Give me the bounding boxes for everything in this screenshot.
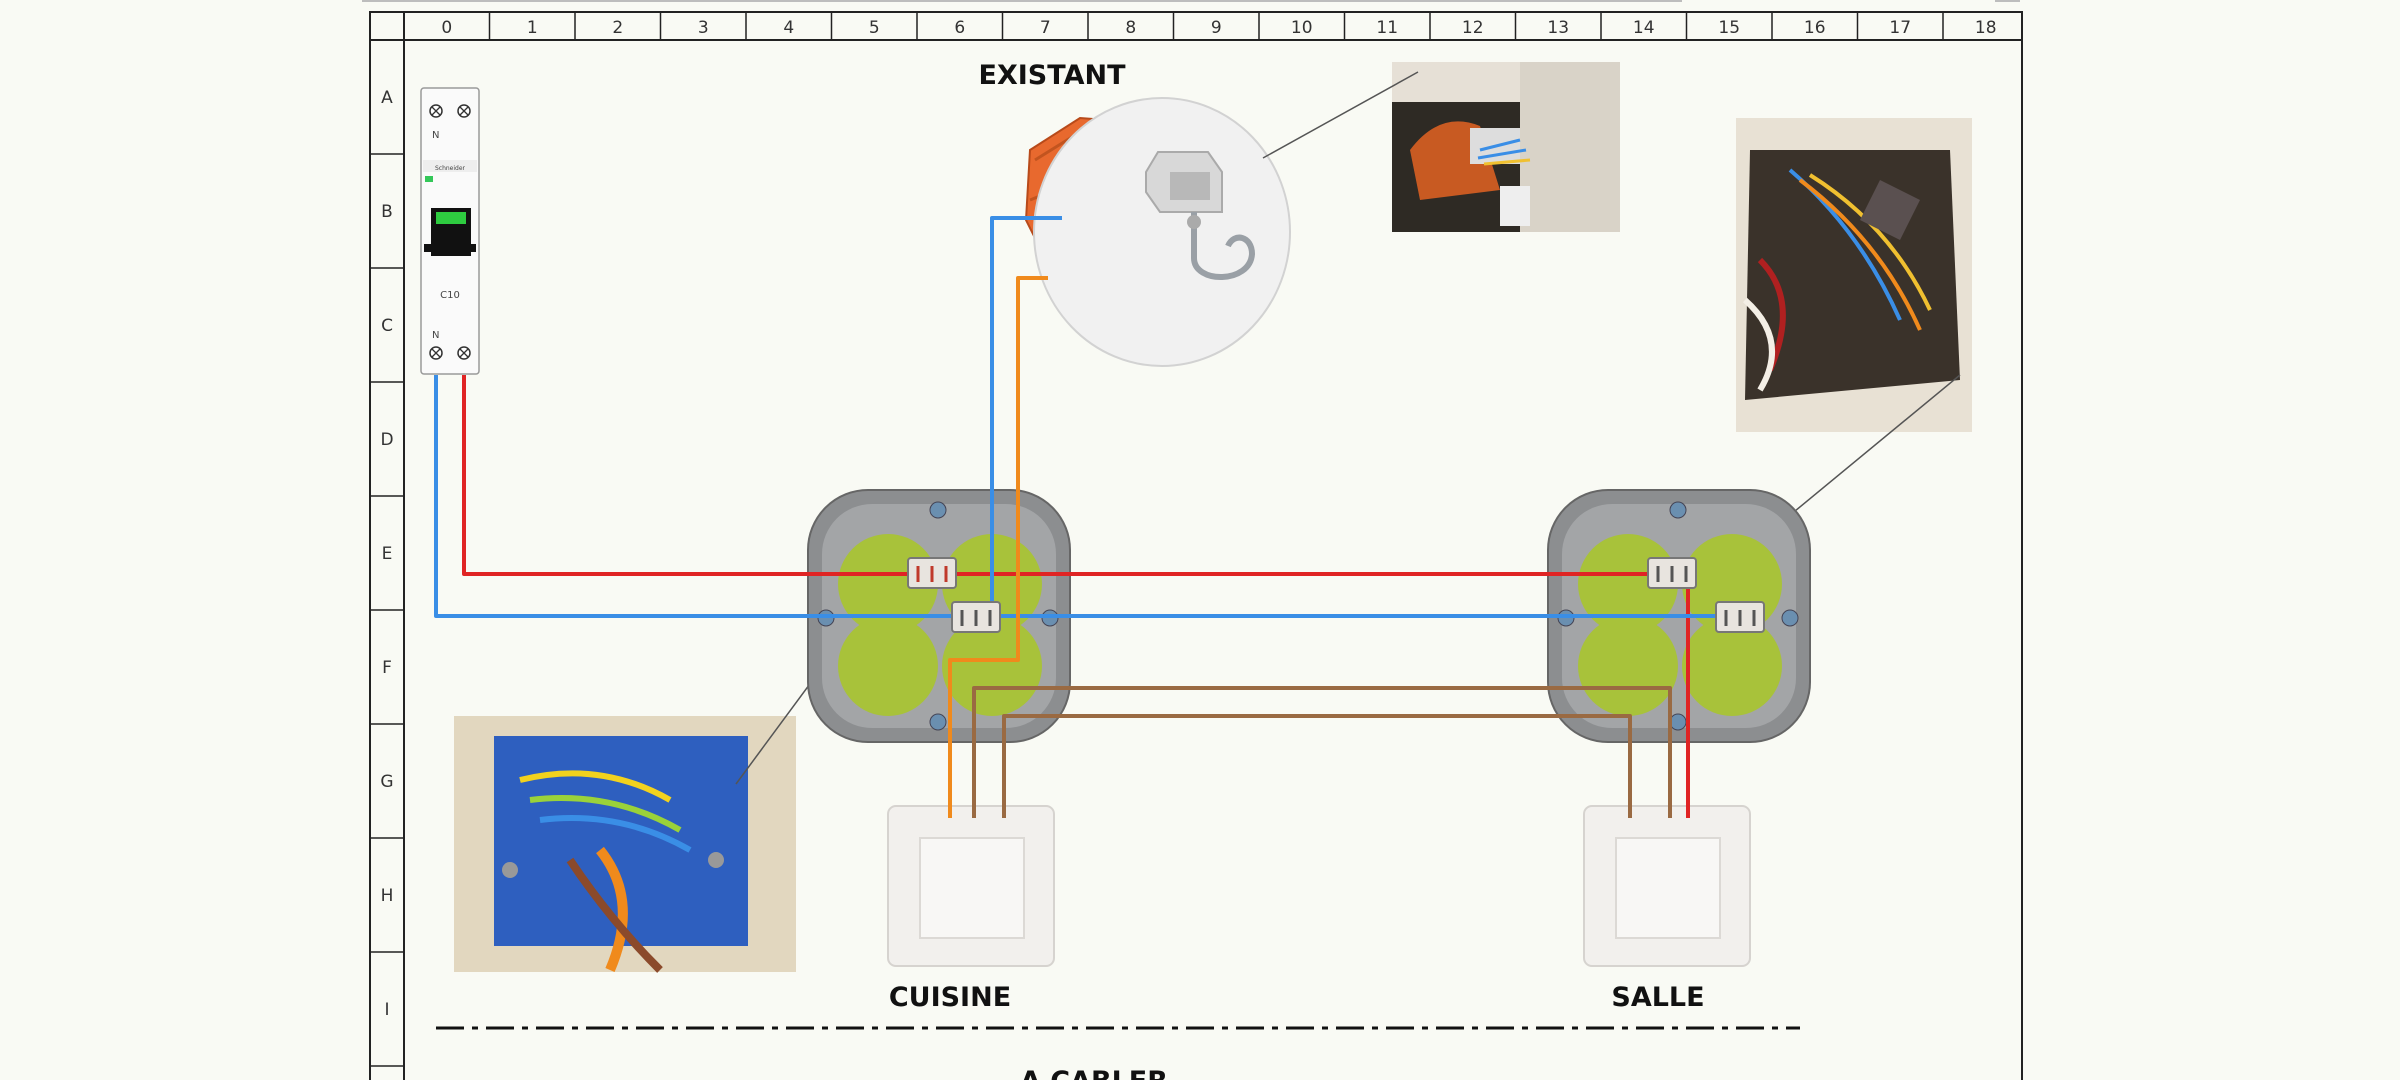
return-wire xyxy=(948,276,1048,818)
grid-row-label: I xyxy=(384,1000,389,1020)
grid-column-label: 2 xyxy=(612,18,623,38)
grid-column-label: 3 xyxy=(698,18,709,38)
grid-column-label: 10 xyxy=(1291,18,1313,38)
room-label: SALLE xyxy=(1611,982,1704,1013)
neutral-wire xyxy=(434,375,1746,618)
grid-column-lines xyxy=(488,12,1944,40)
hook-icon xyxy=(1191,212,1256,280)
grid-row-label: C xyxy=(381,316,393,336)
wago-connector-room-phase xyxy=(1647,557,1697,589)
breaker-bottom-terminals xyxy=(429,346,471,360)
grid-row-label: F xyxy=(382,658,392,678)
grid-column-label: 9 xyxy=(1211,18,1222,38)
ceiling-cover-plate xyxy=(1033,97,1291,367)
grid-row-label: A xyxy=(381,88,393,108)
room-switch xyxy=(1583,805,1751,967)
to-wire-label: A CABLER xyxy=(1020,1066,1168,1080)
callout-line-room xyxy=(1771,374,1961,531)
grid-row-lines xyxy=(370,153,404,1067)
breaker-rating: C10 xyxy=(440,290,460,301)
breaker-bottom-label: N xyxy=(432,330,439,341)
grid-row-label: H xyxy=(381,886,394,906)
kitchen-label: CUISINE xyxy=(889,982,1011,1013)
photo-ceiling-box xyxy=(1392,62,1620,232)
grid-column-label: 5 xyxy=(869,18,880,38)
kitchen-switch xyxy=(887,805,1055,967)
traveler-wire-1 xyxy=(972,686,1672,818)
breaker-top-label: N xyxy=(432,130,439,141)
grid-row-labels: A B C D E F G H I xyxy=(380,88,393,1020)
existing-label: EXISTANT xyxy=(979,60,1127,91)
grid-row-label: G xyxy=(380,772,393,792)
wago-connector-room-neutral xyxy=(1715,601,1765,633)
grid-row-label: E xyxy=(382,544,393,564)
grid-column-label: 15 xyxy=(1718,18,1740,38)
callout-line-ceiling xyxy=(1262,71,1419,159)
top-edge-bar xyxy=(362,0,1682,2)
grid-row-label: D xyxy=(380,430,393,450)
grid-column-label: 16 xyxy=(1804,18,1826,38)
grid-column-label: 11 xyxy=(1376,18,1398,38)
top-edge-bar-small xyxy=(1995,0,2020,2)
wago-connector-kitchen-neutral xyxy=(951,601,1001,633)
grid-column-label: 12 xyxy=(1462,18,1484,38)
grid-column-label: 6 xyxy=(954,18,965,38)
grid-column-label: 13 xyxy=(1547,18,1569,38)
grid-column-label: 18 xyxy=(1975,18,1997,38)
ceiling-junction-box xyxy=(1024,97,1291,367)
grid-frame xyxy=(369,11,2023,1080)
neutral-wire-to-ceiling xyxy=(990,216,1062,616)
wago-connector-kitchen-phase xyxy=(907,557,957,589)
wires xyxy=(434,216,1746,818)
grid-column-label: 0 xyxy=(441,18,452,38)
grid-column-label: 7 xyxy=(1040,18,1051,38)
traveler-wire-2 xyxy=(1002,714,1632,818)
breaker-brand: Schneider xyxy=(435,165,466,172)
photo-room-box xyxy=(1736,118,1972,432)
grid-column-label: 14 xyxy=(1633,18,1655,38)
grid-column-label: 17 xyxy=(1889,18,1911,38)
grid-column-label: 1 xyxy=(527,18,538,38)
grid-row-label: B xyxy=(381,202,393,222)
photo-kitchen-box xyxy=(454,716,796,973)
grid-column-label: 8 xyxy=(1125,18,1136,38)
grid-column-label: 4 xyxy=(783,18,794,38)
circuit-breaker: N Schneider C10 N xyxy=(420,87,480,375)
breaker-top-terminals xyxy=(429,104,471,118)
